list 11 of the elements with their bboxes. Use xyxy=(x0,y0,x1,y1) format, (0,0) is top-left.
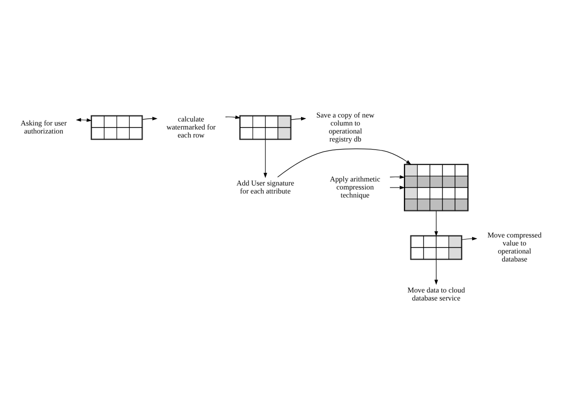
arrow xyxy=(434,210,438,236)
arrow xyxy=(264,139,268,178)
arrow xyxy=(225,115,240,120)
arrow xyxy=(277,148,412,178)
arrow xyxy=(76,118,92,122)
arrow xyxy=(434,259,438,285)
arrow xyxy=(462,236,478,240)
arrow xyxy=(390,175,405,179)
arrow xyxy=(390,186,405,190)
arrow xyxy=(290,116,306,120)
arrow xyxy=(142,116,158,120)
